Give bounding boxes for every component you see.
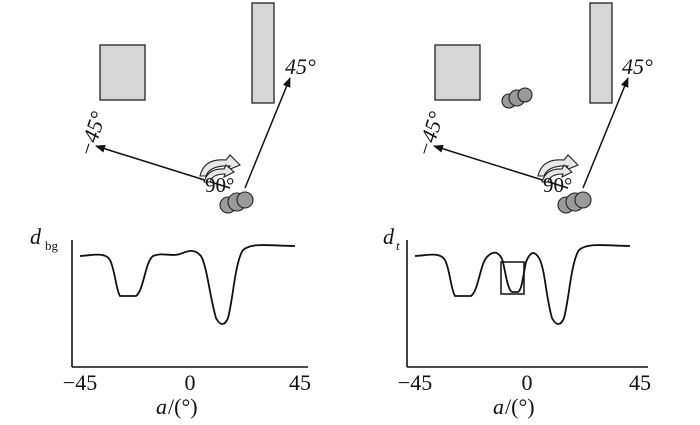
- right-arrow-pos45: [582, 77, 629, 189]
- right-rotation-arrows-icon: [537, 154, 579, 183]
- right-xlabel-var: a: [493, 394, 504, 419]
- right-xtick-neg: −45: [398, 370, 432, 395]
- right-label-neg45: −45°: [411, 108, 449, 159]
- right-xtick-zero: 0: [522, 370, 533, 395]
- left-xtick-zero: 0: [185, 370, 196, 395]
- right-plot: d t −45 0 45 a /(°): [383, 224, 651, 419]
- right-scene: 45° −45° 90°: [411, 2, 653, 214]
- left-label-neg45: −45°: [73, 108, 111, 159]
- right-robot-icon: [557, 191, 592, 214]
- left-xlabel-unit: /(°): [168, 394, 198, 419]
- right-xlabel-unit: /(°): [505, 394, 535, 419]
- right-curve-line: [414, 244, 631, 325]
- left-label-sweep: 90°: [205, 173, 234, 197]
- left-obstacle-wall: [251, 2, 275, 104]
- left-obstacle-box: [99, 44, 146, 101]
- left-scene: 45° −45° 90°: [73, 2, 316, 214]
- left-ylabel-sub: bg: [45, 238, 59, 253]
- right-ylabel-main: d: [383, 224, 395, 249]
- right-obstacle-wall: [589, 2, 613, 104]
- left-xtick-neg: −45: [63, 370, 97, 395]
- left-label-pos45: 45°: [285, 54, 316, 79]
- left-xtick-pos: 45: [289, 370, 311, 395]
- left-arrow-pos45: [244, 77, 291, 189]
- left-curve-line: [79, 244, 296, 325]
- left-rotation-arrows-icon: [199, 154, 241, 183]
- left-xlabel-var: a: [156, 394, 167, 419]
- right-ylabel-sub: t: [396, 238, 400, 253]
- left-ylabel-main: d: [30, 224, 42, 249]
- left-robot-icon: [219, 191, 254, 214]
- right-highlight-box: [500, 261, 525, 295]
- right-xtick-pos: 45: [629, 370, 651, 395]
- right-label-sweep: 90°: [543, 173, 572, 197]
- right-target-robot-icon: [501, 87, 533, 109]
- right-label-pos45: 45°: [622, 54, 653, 79]
- right-obstacle-box: [434, 44, 481, 101]
- left-plot: d bg −45 0 45 a /(°): [30, 224, 311, 419]
